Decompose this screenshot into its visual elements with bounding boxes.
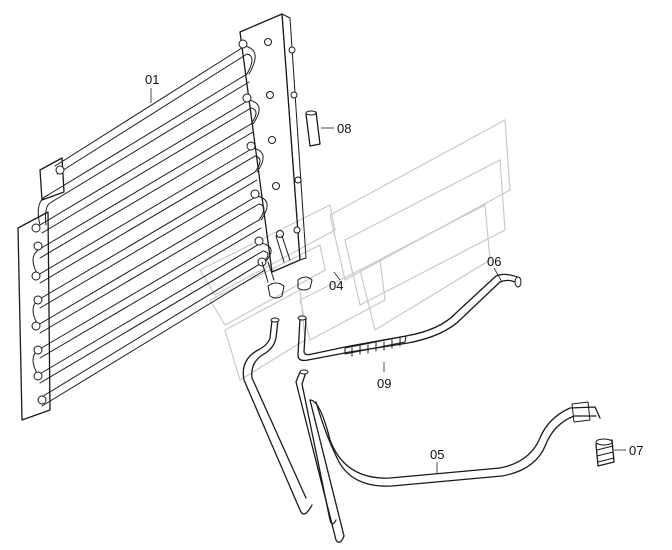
pipe-05 — [242, 317, 601, 543]
condenser-left-upper-tab — [39, 157, 65, 201]
condenser-left-plate — [17, 211, 51, 421]
hose-piece-08 — [305, 110, 321, 147]
callout-09: 09 — [377, 376, 391, 391]
fittings-04 — [267, 276, 313, 299]
condenser-tubes — [37, 45, 266, 407]
condenser-return-bends — [238, 38, 284, 267]
callout-08: 08 — [337, 121, 351, 136]
callout-01: 01 — [145, 72, 159, 87]
condenser-left-bends — [31, 165, 65, 405]
callout-06: 06 — [487, 254, 501, 269]
pipe-05-end-fitting — [571, 401, 591, 423]
condenser-assembly — [17, 13, 307, 421]
callout-04: 04 — [329, 278, 343, 293]
protective-sleeve-09 — [344, 335, 407, 357]
callout-07: 07 — [629, 443, 643, 458]
brand-watermark-icon — [199, 119, 511, 381]
callout-05: 05 — [430, 447, 444, 462]
cap-fitting-07 — [595, 438, 615, 467]
leader-lines — [150, 88, 626, 473]
hose-06-09 — [297, 273, 522, 362]
